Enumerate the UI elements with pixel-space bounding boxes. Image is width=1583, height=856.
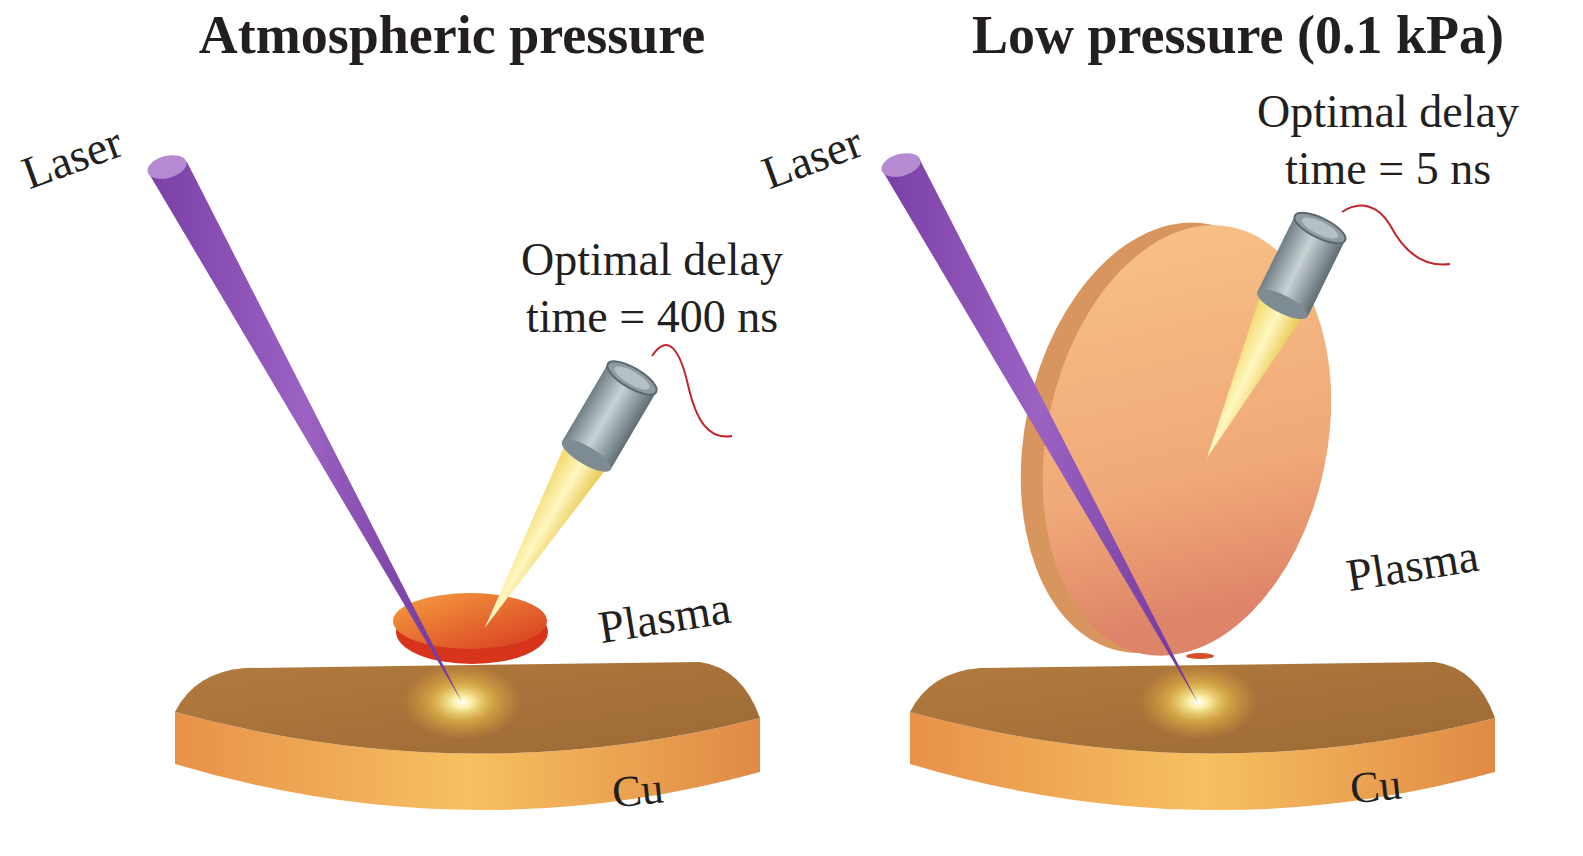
delay-time-label: Optimal delay time = 5 ns [1238,83,1538,198]
laser-spot [1138,664,1258,740]
laser-beam [145,151,462,702]
plasma-plume [983,193,1369,684]
copper-plate [175,662,760,810]
collection-fiber [1182,207,1350,470]
plasma-disc [393,593,548,664]
material-label: Cu [1348,756,1405,816]
plasma-base [1186,653,1214,659]
laser-label: Laser [754,114,870,203]
copper-plate [910,662,1495,810]
plasma-label: Plasma [594,579,734,657]
fiber-cable [652,345,732,436]
laser-label: Laser [14,114,130,203]
laser-beam [879,149,1198,703]
plasma-label: Plasma [1342,527,1482,605]
delay-time-label: Optimal delay time = 400 ns [502,231,802,346]
material-label: Cu [610,760,667,820]
fiber-cable [1342,206,1450,265]
panel-title: Low pressure (0.1 kPa) [972,2,1504,70]
panel-title: Atmospheric pressure [199,2,705,70]
